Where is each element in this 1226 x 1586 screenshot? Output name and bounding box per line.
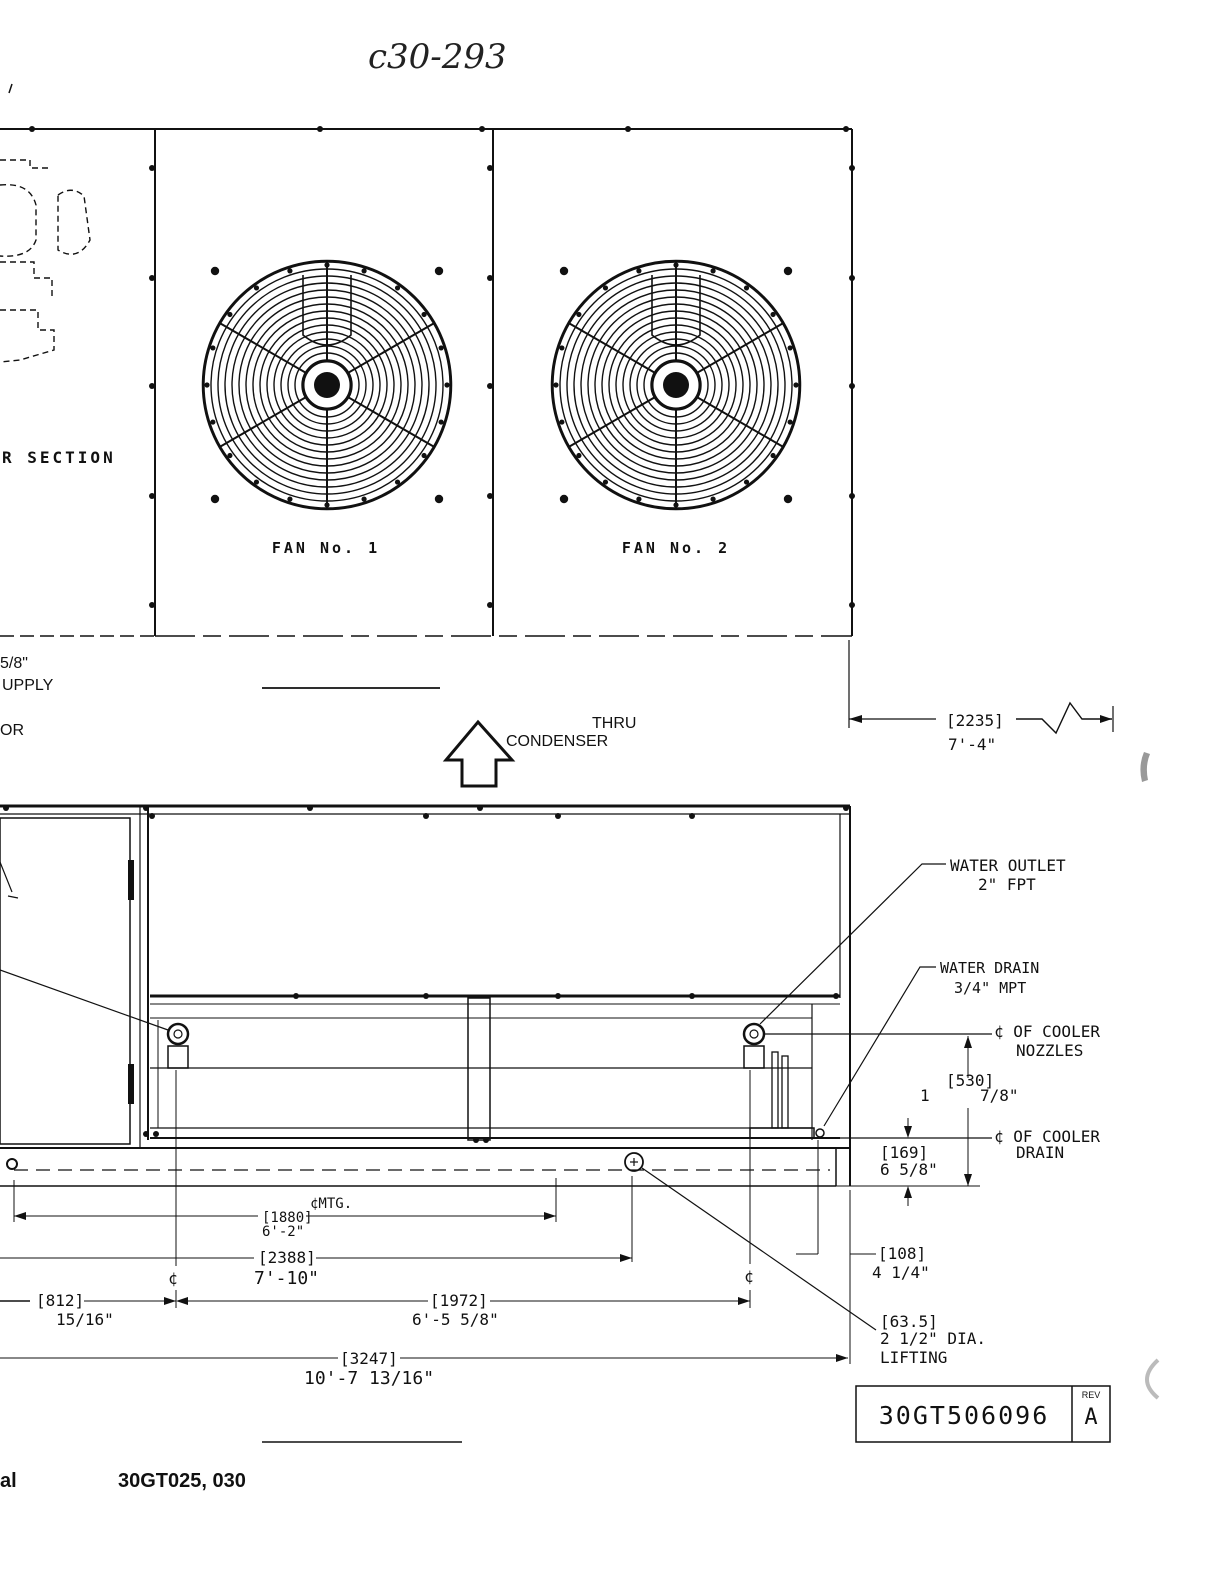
lift-label: LIFTING (880, 1348, 947, 1367)
fan-1 (201, 259, 453, 511)
dim-1880-mm: [1880] (262, 1210, 313, 1226)
cooler-drain-label-1: ¢ OF COOLER (994, 1127, 1100, 1146)
fan-2 (550, 259, 802, 511)
fan-2-label: FAN No. 2 (622, 539, 730, 557)
vertical-dimensions: [530] 1 7/8" [169] 6 5/8" (836, 1036, 1019, 1206)
dim-3247-mm: [3247] (340, 1349, 398, 1368)
airflow-label-1: THRU (592, 715, 636, 732)
dim-2388-mm: [2388] (258, 1248, 316, 1267)
dim-108-mm: [108] (878, 1244, 926, 1263)
width-ft: 7'-4" (948, 735, 996, 754)
stray-mark (8, 83, 13, 94)
drawing-number: 30GT506096 (879, 1401, 1050, 1430)
water-outlet-label: WATER OUTLET (950, 856, 1066, 875)
panel-rivets (3, 126, 855, 1143)
fan-1-label: FAN No. 1 (272, 539, 380, 557)
horizontal-dimensions: ¢MTG. [1880] 6'-2" [2388] 7'-10" ¢ ¢ [81… (0, 1070, 986, 1389)
dim-530-mm: [530] (946, 1071, 994, 1090)
dim-108-ft: 4 1/4" (872, 1263, 930, 1282)
compressor-sketch (0, 159, 91, 363)
mtg-label: ¢MTG. (310, 1196, 352, 1212)
supply-note-size: 5/8" (0, 655, 28, 672)
top-view: R SECTION FAN No. 1 FAN No. 2 5/8" UPPLY… (0, 128, 853, 739)
water-drain-size: 3/4" MPT (954, 979, 1026, 997)
dim-2388-ft: 7'-10" (254, 1268, 319, 1289)
title-block: 30GT506096 REV A (855, 1385, 1111, 1443)
cooler-drain-label-2: DRAIN (1016, 1143, 1064, 1162)
scan-artifact (1140, 752, 1150, 782)
dim-530-lead: 1 (920, 1086, 930, 1105)
dim-812-ft: 15/16" (56, 1310, 114, 1329)
left-note-fragment: OR (0, 722, 24, 739)
rev-value: A (1084, 1405, 1097, 1430)
scan-artifact (1145, 1358, 1160, 1400)
footer-models: 30GT025, 030 (118, 1470, 246, 1492)
center-mark-left: ¢ (168, 1269, 178, 1288)
dim-169-mm: [169] (880, 1143, 928, 1162)
lift-mm: [63.5] (880, 1312, 938, 1331)
section-label: R SECTION (2, 448, 116, 467)
dim-812-mm: [812] (36, 1291, 84, 1310)
center-mark-right: ¢ (744, 1267, 754, 1286)
handwritten-note: c30-293 (368, 37, 507, 77)
dim-1880-ft: 6'-2" (262, 1224, 304, 1240)
width-mm: [2235] (946, 711, 1004, 730)
dim-3247-ft: 10'-7 13/16" (304, 1368, 434, 1389)
airflow-arrow-icon (442, 719, 516, 788)
rev-label: REV (1082, 1390, 1101, 1400)
supply-note: UPPLY (2, 677, 54, 694)
cooler-nozzles-label-2: NOZZLES (1016, 1041, 1083, 1060)
dim-530-ft: 7/8" (980, 1086, 1019, 1105)
airflow-label-2: CONDENSER (506, 733, 608, 750)
lift-ft: 2 1/2" DIA. (880, 1329, 986, 1348)
dim-1972-mm: [1972] (430, 1291, 488, 1310)
water-drain-label: WATER DRAIN (940, 959, 1039, 977)
dim-1972-ft: 6'-5 5/8" (412, 1310, 499, 1329)
dim-169-ft: 6 5/8" (880, 1160, 938, 1179)
footer-left-fragment: al (0, 1470, 17, 1492)
width-dimension: [2235] 7'-4" (848, 640, 1114, 754)
cooler-nozzles-label-1: ¢ OF COOLER (994, 1022, 1100, 1041)
water-outlet-size: 2" FPT (978, 875, 1036, 894)
